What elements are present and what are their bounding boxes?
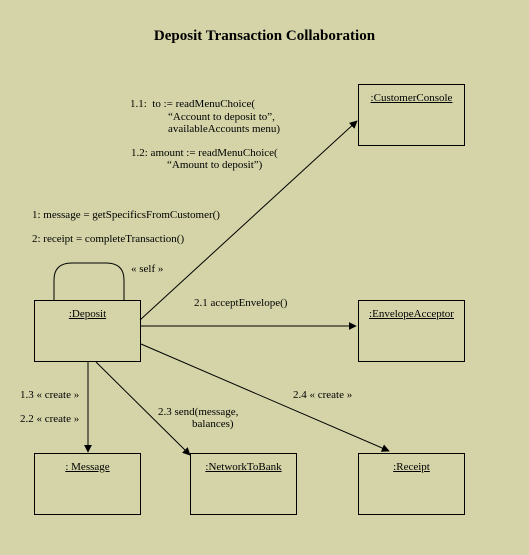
object-message-label: : Message [65, 461, 110, 473]
diagram-title: Deposit Transaction Collaboration [153, 28, 376, 44]
self-loop-connector [53, 262, 125, 300]
message-1-2-line1: 1.2: amount := readMenuChoice( [131, 147, 278, 159]
message-self: « self » [131, 263, 164, 275]
message-2-3-line1: 2.3 send(message, [158, 406, 239, 418]
object-message: : Message [34, 453, 141, 515]
message-2-3-line2: balances) [192, 418, 234, 430]
object-customer-console-label: :CustomerConsole [370, 92, 453, 104]
object-network-to-bank: :NetworkToBank [190, 453, 297, 515]
object-customer-console: :CustomerConsole [358, 84, 465, 146]
object-deposit-label: :Deposit [68, 308, 107, 320]
message-1-1-line1: 1.1: to := readMenuChoice( [130, 98, 256, 110]
message-2: 2: receipt = completeTransaction() [32, 233, 185, 245]
object-envelope-acceptor: :EnvelopeAcceptor [358, 300, 465, 362]
message-1: 1: message = getSpecificsFromCustomer() [32, 209, 220, 221]
link-deposit-receipt [140, 343, 390, 452]
message-2-1: 2.1 acceptEnvelope() [194, 297, 288, 309]
object-receipt-label: :Receipt [393, 461, 430, 473]
message-1-1-line2: “Account to deposit to”, [168, 111, 275, 123]
object-network-to-bank-label: :NetworkToBank [205, 461, 282, 473]
object-deposit: :Deposit [34, 300, 141, 362]
link-deposit-networktobank [95, 361, 191, 456]
object-receipt: :Receipt [358, 453, 465, 515]
message-2-4: 2.4 « create » [293, 389, 353, 401]
message-2-2: 2.2 « create » [20, 413, 80, 425]
link-deposit-customerconsole [139, 120, 358, 321]
object-envelope-acceptor-label: :EnvelopeAcceptor [369, 308, 454, 320]
message-1-1-line3: availableAccounts menu) [168, 123, 281, 135]
message-1-2-line2: “Amount to deposit”) [167, 159, 263, 171]
message-1-3: 1.3 « create » [20, 389, 80, 401]
